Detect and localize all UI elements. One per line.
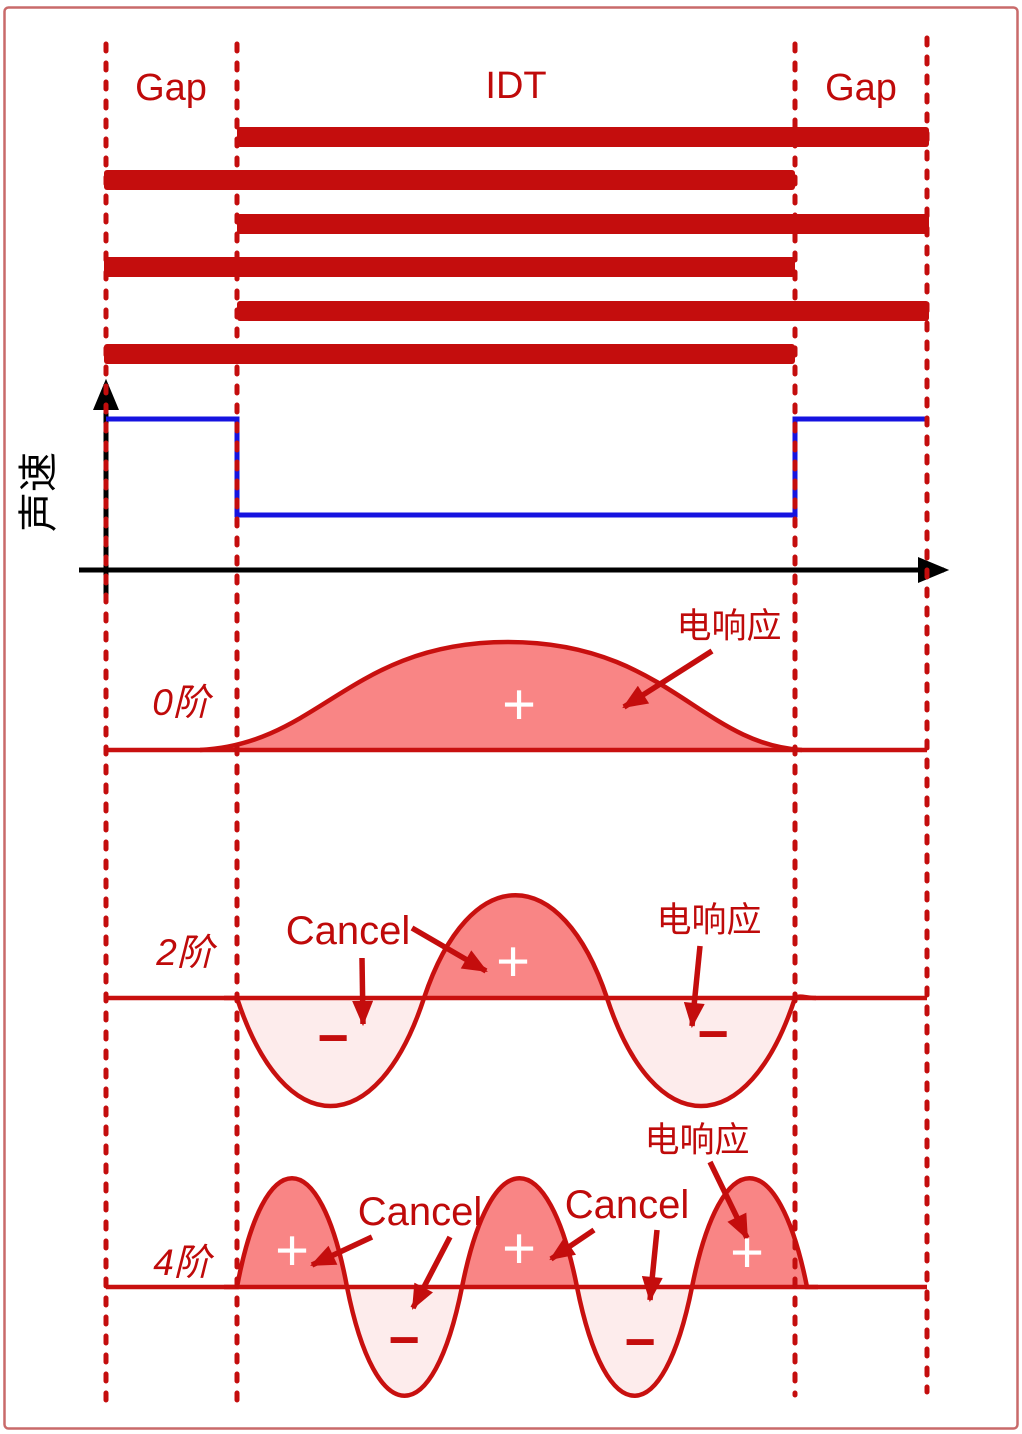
mode2-plus-sign: + [496,929,530,994]
mode0-positive-lobe [200,642,802,750]
mode2-positive-lobe [424,895,607,998]
right-gap-label: Gap [825,67,897,109]
electrode-bar-top-3 [237,301,929,321]
idt-label: IDT [485,65,546,107]
mode4-cancel1-arrow-down [410,1235,453,1310]
mode-0-row [106,639,927,753]
mode2-electric-response-label: 电响应 [656,901,761,940]
mode4-electric-response-label: 电响应 [644,1121,749,1160]
mode0-order-label: 0阶 [152,682,214,723]
mode2-cancel-arrow-down [352,957,374,1027]
mode2-negative-lobe-right [607,998,795,1106]
mode0-electric-response-label: 电响应 [676,607,781,646]
velocity-step-line [106,416,928,518]
mode2-curve [224,893,817,1109]
mode4-negative-lobe-2 [577,1287,692,1396]
mode-4-annotations: 4阶 Cancel Cancel 电响应 + + + − − [153,1121,764,1372]
mode4-cancel1-arrow-left [310,1234,374,1268]
mode-2-annotations: 2阶 Cancel + − − 电响应 [155,901,761,1068]
mode2-negative-lobe-left [237,998,424,1106]
mode4-cancel-label-2: Cancel [565,1183,690,1227]
mode4-positive-lobe-3 [692,1178,807,1287]
mode2-minus-sign-right: − [697,1004,729,1064]
mode-4-row [106,1176,927,1398]
mode4-curve [224,1176,818,1398]
left-gap-label: Gap [135,67,207,109]
mode0-electric-response-arrow [622,648,714,710]
velocity-plot: 声速 [17,378,950,601]
velocity-y-axis-label: 声速 [17,452,61,532]
region-titles: Gap IDT Gap [135,65,897,109]
mode4-positive-lobe-2 [462,1178,577,1287]
mode4-cancel2-arrow-down [641,1229,663,1303]
mode-2-row [106,893,927,1109]
mode4-plus-sign-1: + [275,1218,309,1283]
electrode-bar-bottom-1 [104,170,795,190]
mode4-cancel-label-1: Cancel [358,1190,483,1234]
mode0-plus-sign: + [502,672,536,737]
electrode-bar-bottom-2 [104,257,795,277]
mode4-cancel2-arrow-left [549,1227,596,1262]
idt-electrodes [104,127,929,364]
mode0-curve [199,639,803,753]
mode4-plus-sign-3: + [730,1220,764,1285]
mode4-order-label: 4阶 [153,1242,215,1283]
mode4-negative-lobe-1 [347,1287,462,1396]
mode2-cancel-label: Cancel [286,909,411,953]
mode2-electric-response-arrow [683,945,705,1029]
electrode-bar-bottom-3 [104,344,795,364]
mode4-minus-sign-2: − [624,1312,656,1372]
electrode-bar-top-2 [237,214,929,234]
mode4-plus-sign-2: + [502,1216,536,1281]
mode2-cancel-arrow-diagonal [410,925,488,974]
figure-border [3,6,1019,1430]
mode-0-annotations: 0阶 + 电响应 [152,607,781,737]
mode4-minus-sign-1: − [388,1310,420,1370]
mode4-electric-response-arrow [707,1160,750,1240]
electrode-bar-top-1 [237,127,929,147]
mode2-minus-sign-left: − [317,1008,349,1068]
mode2-order-label: 2阶 [155,932,218,973]
